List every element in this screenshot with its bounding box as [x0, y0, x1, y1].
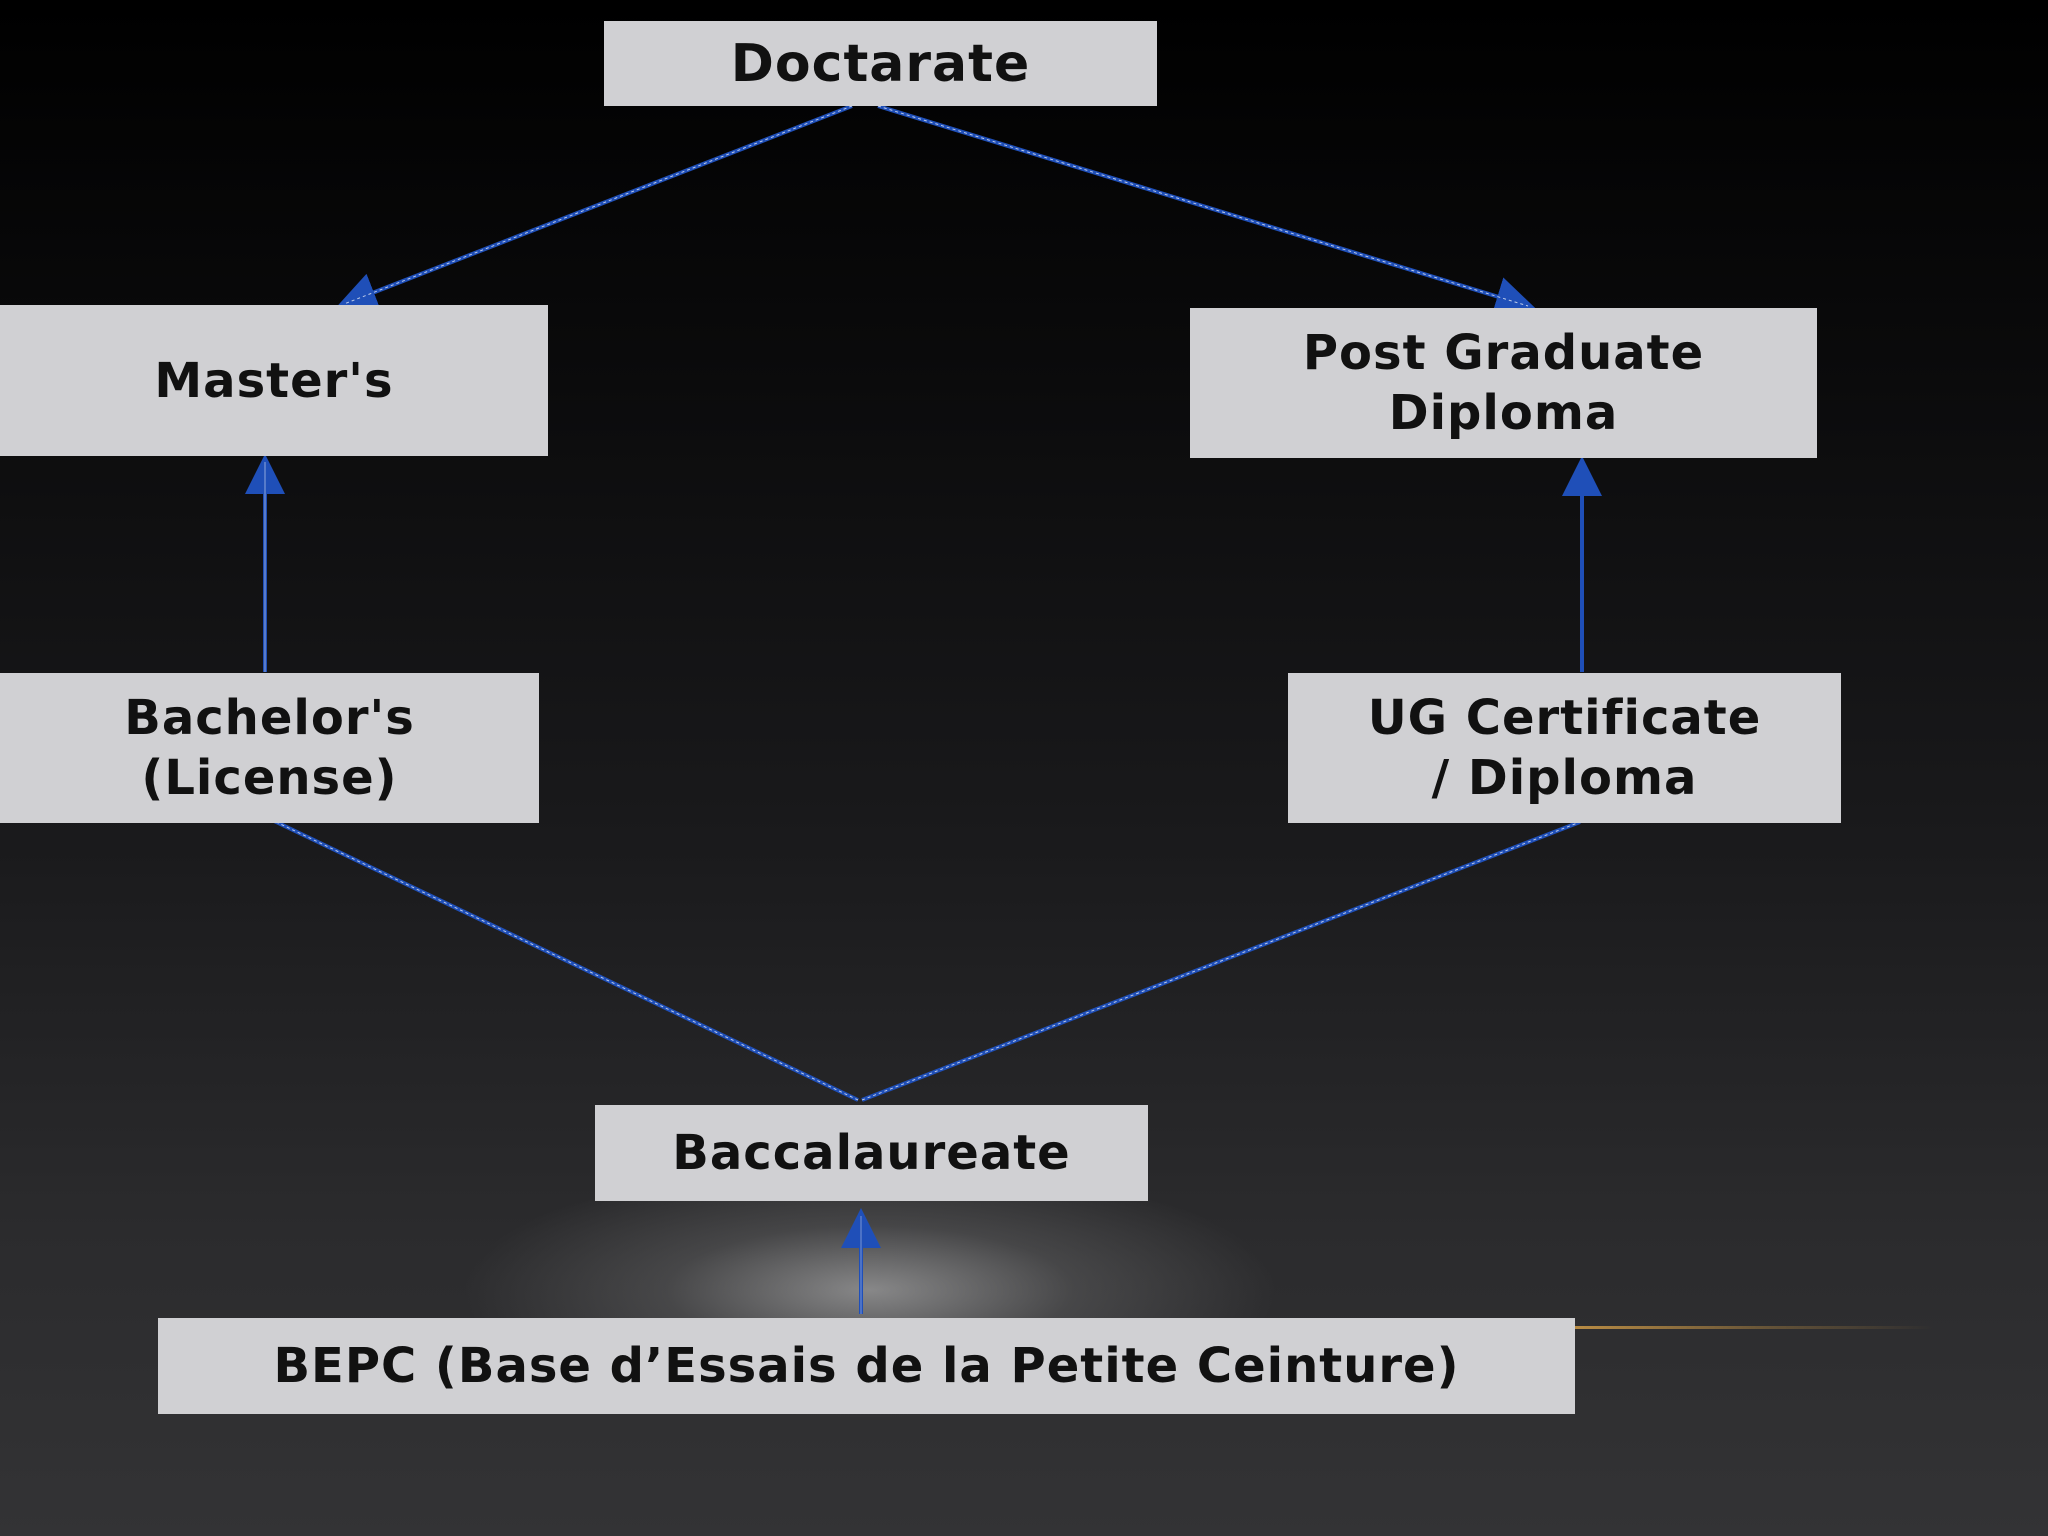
node-pg-diploma-line-1: Post Graduate: [1302, 325, 1705, 381]
node-masters: Master's: [0, 305, 548, 456]
node-ug-certificate-line-2: / Diploma: [1431, 750, 1698, 806]
node-masters-label: Master's: [154, 352, 394, 409]
connector-doctorate-pg-diploma: [877, 104, 1536, 316]
node-pg-diploma-line-2: Diploma: [1388, 385, 1619, 441]
node-ug-certificate: UG Certificate / Diploma: [1288, 673, 1841, 823]
connector-baccalaureate-bachelors: [271, 818, 859, 1102]
node-bachelors-line-1: Bachelor's: [124, 690, 415, 746]
node-bachelors-line-2: (License): [141, 750, 398, 806]
node-doctorate: Doctarate: [604, 21, 1157, 106]
node-bepc-label: BEPC (Base d’Essais de la Petite Ceintur…: [273, 1338, 1460, 1394]
node-doctorate-label: Doctarate: [730, 33, 1031, 94]
node-baccalaureate: Baccalaureate: [595, 1105, 1148, 1201]
node-bepc: BEPC (Base d’Essais de la Petite Ceintur…: [158, 1318, 1575, 1414]
node-pg-diploma: Post Graduate Diploma: [1190, 308, 1817, 458]
connector-doctorate-masters: [336, 104, 853, 312]
connector-baccalaureate-ug-certificate: [861, 820, 1581, 1102]
node-ug-certificate-line-1: UG Certificate: [1367, 690, 1762, 746]
node-bachelors: Bachelor's (License): [0, 673, 539, 823]
node-baccalaureate-label: Baccalaureate: [672, 1125, 1071, 1181]
